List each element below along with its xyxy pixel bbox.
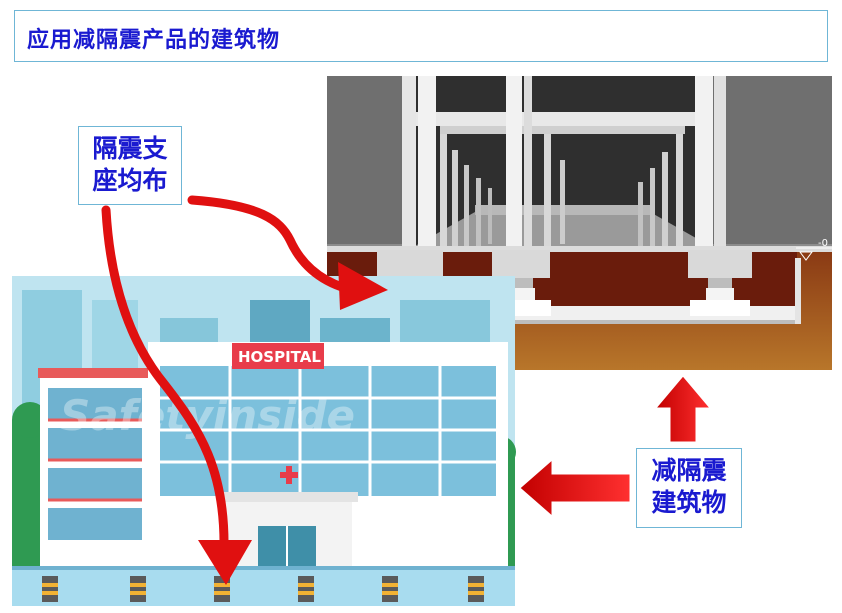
page-title: 应用减隔震产品的建筑物 [27, 28, 281, 53]
arrowhead-icon [338, 262, 388, 310]
building-label-line2: 建筑物 [651, 488, 727, 517]
hospital-illustration: HOSPITAL Safetyinside [12, 276, 516, 606]
isolator-label-line1: 隔震支 [92, 134, 168, 163]
arrowhead-icon [198, 540, 252, 585]
isolator-photo: -0 [327, 76, 832, 370]
left-arrow-icon [519, 458, 631, 518]
level-triangle-icon [799, 251, 813, 261]
building-label-box: 减隔震 建筑物 [636, 448, 742, 528]
isolator-bearing [688, 250, 752, 316]
arrow-to-hospital [101, 205, 252, 585]
watermark-text: Safetyinside [60, 391, 355, 440]
isolator-label-line2: 座均布 [92, 166, 168, 195]
level-marker-label: -0 [818, 238, 828, 249]
arrow-to-photo [187, 195, 388, 310]
building-label-line1: 减隔震 [651, 456, 727, 485]
hospital-sign [232, 343, 324, 369]
title-box: 应用减隔震产品的建筑物 [14, 10, 828, 62]
up-arrow-icon [654, 375, 712, 443]
hospital-sign-text: HOSPITAL [238, 348, 321, 366]
isolator-label-box: 隔震支 座均布 [78, 126, 182, 205]
